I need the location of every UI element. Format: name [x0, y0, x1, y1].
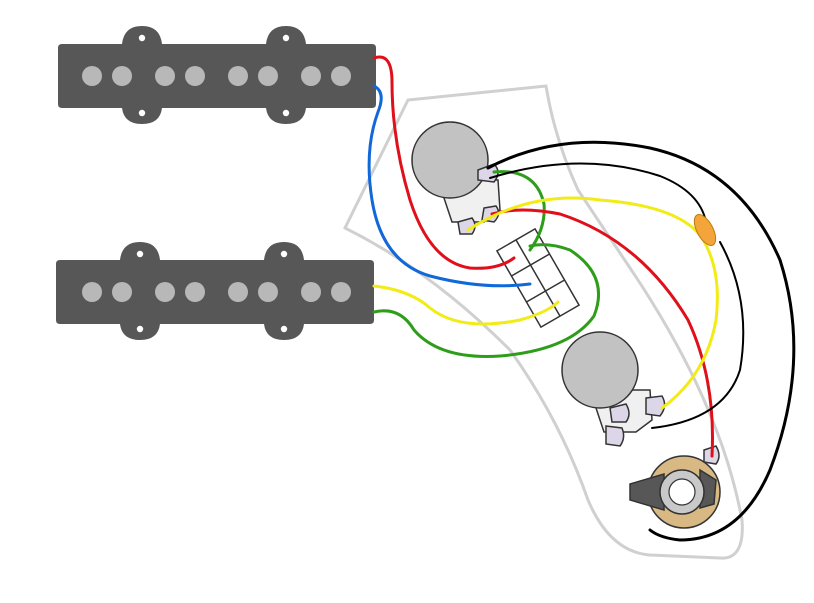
- pole-piece: [258, 66, 278, 86]
- mount-hole: [136, 325, 144, 333]
- pot-terminal-lug: [645, 395, 666, 417]
- mount-hole: [136, 250, 144, 258]
- pot-body: [411, 121, 489, 199]
- switch-divider: [515, 239, 561, 317]
- mount-hole: [280, 250, 288, 258]
- jack-tab: [629, 472, 665, 512]
- pole-piece: [228, 282, 248, 302]
- mount-hole: [138, 109, 146, 117]
- mount-hole: [282, 34, 290, 42]
- pole-piece: [82, 66, 102, 86]
- pole-piece: [331, 282, 351, 302]
- bridge-pickup: [56, 242, 374, 340]
- wire-yellow-bridge: [372, 284, 560, 326]
- pole-piece: [258, 282, 278, 302]
- pole-piece: [185, 66, 205, 86]
- pole-piece: [301, 66, 321, 86]
- wire-blue-neck: [367, 84, 532, 288]
- pot-terminal-lug: [609, 403, 630, 423]
- pole-piece: [155, 282, 175, 302]
- pot-upper: [411, 121, 501, 235]
- pole-piece: [112, 282, 132, 302]
- wire-green-pot: [492, 170, 546, 252]
- wire-black-lower-pot: [651, 241, 745, 429]
- pot-terminal-lug: [605, 425, 625, 447]
- switch-divider: [526, 279, 565, 303]
- pole-piece: [185, 282, 205, 302]
- pot-lower: [561, 331, 666, 447]
- pole-piece: [228, 66, 248, 86]
- switch-divider: [511, 253, 550, 277]
- output-jack: [629, 445, 721, 529]
- neck-pickup-body: [58, 26, 376, 124]
- neck-pickup: [58, 26, 376, 124]
- mount-hole: [282, 109, 290, 117]
- pole-piece: [155, 66, 175, 86]
- tone-capacitor: [693, 214, 717, 246]
- pole-piece: [82, 282, 102, 302]
- pole-piece: [112, 66, 132, 86]
- bridge-pickup-body: [56, 242, 374, 340]
- mount-hole: [138, 34, 146, 42]
- wire-green-bridge: [372, 243, 601, 358]
- control-plate-outline: [342, 84, 744, 560]
- jack-hole: [668, 478, 696, 506]
- mount-hole: [280, 325, 288, 333]
- pot-body: [561, 331, 639, 409]
- pole-piece: [301, 282, 321, 302]
- pole-piece: [331, 66, 351, 86]
- wire-red-pot-to-jack: [490, 208, 714, 458]
- wire-red-neck: [372, 55, 516, 270]
- wire-black-ground: [486, 140, 796, 542]
- wire-black-cap: [489, 162, 707, 223]
